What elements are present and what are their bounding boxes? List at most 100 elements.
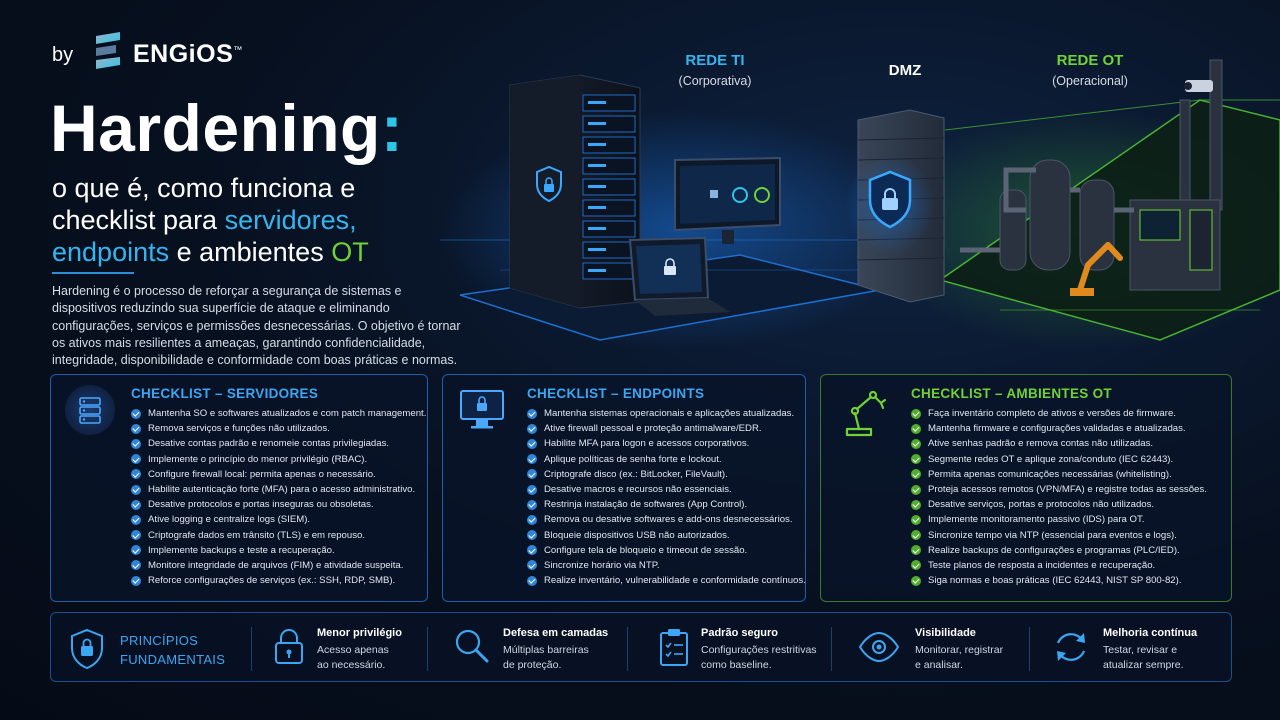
check-circle-icon (131, 514, 141, 525)
checklist-item: Teste planos de resposta a incidentes e … (911, 558, 1207, 573)
clipboard-icon (660, 629, 688, 666)
endpoints-checklist-card: CHECKLIST – ENDPOINTS Mantenha sistemas … (442, 374, 806, 602)
checklist-item: Desative macros e recursos não essenciai… (527, 482, 806, 497)
check-circle-icon (131, 575, 141, 586)
check-circle-icon (911, 575, 921, 586)
checklist-item: Restrinja instalação de softwares (App C… (527, 497, 806, 512)
check-circle-icon (911, 484, 921, 495)
checklist-item: Ative senhas padrão e remova contas não … (911, 436, 1207, 451)
check-circle-icon (527, 545, 537, 556)
check-circle-icon (911, 423, 921, 434)
checklist-item: Aplique políticas de senha forte e locko… (527, 452, 806, 467)
divider (427, 627, 428, 671)
checklist-item: Configure firewall local: permita apenas… (131, 467, 426, 482)
check-circle-icon (527, 438, 537, 449)
divider (1029, 627, 1030, 671)
checklist-item: Ative firewall pessoal e proteção antima… (527, 421, 806, 436)
check-circle-icon (527, 484, 537, 495)
check-circle-icon (131, 454, 141, 465)
checklist-item: Desative contas padrão e renomeie contas… (131, 436, 426, 451)
it-network-label: REDE TI (Corporativa) (678, 52, 752, 88)
checklist-item: Bloqueie dispositivos USB não autorizado… (527, 528, 806, 543)
monitor-lock-icon (455, 385, 509, 435)
check-circle-icon (527, 423, 537, 434)
check-circle-icon (911, 438, 921, 449)
checklist-item: Desative serviços, portas e protocolos n… (911, 497, 1207, 512)
checklist-item: Mantenha SO e softwares atualizados e co… (131, 406, 426, 421)
divider (831, 627, 832, 671)
check-circle-icon (527, 454, 537, 465)
intro-paragraph: Hardening é o processo de reforçar a seg… (52, 284, 461, 368)
ot-checklist-card: CHECKLIST – AMBIENTES OT Faça inventário… (820, 374, 1232, 602)
magnifier-icon (455, 629, 489, 663)
checklist-item: Habilite MFA para logon e acessos corpor… (527, 436, 806, 451)
ot-checklist-title: CHECKLIST – AMBIENTES OT (911, 386, 1112, 401)
title-divider (52, 272, 134, 274)
check-circle-icon (911, 469, 921, 480)
checklist-item: Mantenha sistemas operacionais e aplicaç… (527, 406, 806, 421)
brand-name: ENGiOS™ (133, 40, 243, 68)
servers-checklist-card: CHECKLIST – SERVIDORES Mantenha SO e sof… (50, 374, 428, 602)
checklist-item: Implemente monitoramento passivo (IDS) p… (911, 512, 1207, 527)
eye-icon (858, 631, 900, 663)
check-circle-icon (131, 408, 141, 419)
checklist-item: Permita apenas comunicações necessárias … (911, 467, 1207, 482)
checklist-item: Implemente backups e teste a recuperação… (131, 543, 426, 558)
checklist-item: Faça inventário completo de ativos e ver… (911, 406, 1207, 421)
checklist-item: Realize inventário, vulnerabilidade e co… (527, 573, 806, 588)
network-illustration (440, 59, 1280, 350)
check-circle-icon (527, 499, 537, 510)
refresh-icon (1056, 633, 1086, 661)
checklist-item: Remova serviços e funções não utilizados… (131, 421, 426, 436)
checklist-item: Siga normas e boas práticas (IEC 62443, … (911, 573, 1207, 588)
checklist-item: Proteja acessos remotos (VPN/MFA) e regi… (911, 482, 1207, 497)
ot-network-label: REDE OT (Operacional) (1052, 52, 1128, 88)
checklist-item: Remova ou desative softwares e add-ons d… (527, 512, 806, 527)
dmz-label: DMZ (888, 62, 922, 79)
checklist-item: Monitore integridade de arquivos (FIM) e… (131, 558, 426, 573)
page-title: Hardening: (50, 91, 404, 165)
check-circle-icon (131, 438, 141, 449)
divider (627, 627, 628, 671)
check-circle-icon (527, 469, 537, 480)
check-circle-icon (131, 530, 141, 541)
check-circle-icon (911, 499, 921, 510)
servers-checklist-title: CHECKLIST – SERVIDORES (131, 386, 319, 401)
checklist-item: Criptografe disco (ex.: BitLocker, FileV… (527, 467, 806, 482)
checklist-item: Configure tela de bloqueio e timeout de … (527, 543, 806, 558)
check-circle-icon (911, 560, 921, 571)
endpoints-checklist-list: Mantenha sistemas operacionais e aplicaç… (527, 406, 806, 588)
check-circle-icon (527, 560, 537, 571)
check-circle-icon (131, 499, 141, 510)
check-circle-icon (911, 545, 921, 556)
checklist-item: Segmente redes OT e aplique zona/conduto… (911, 452, 1207, 467)
checklist-item: Realize backups de configurações e progr… (911, 543, 1207, 558)
robot-arm-icon (837, 383, 891, 439)
check-circle-icon (131, 423, 141, 434)
check-circle-icon (527, 514, 537, 525)
check-circle-icon (911, 454, 921, 465)
lock-icon (275, 629, 303, 664)
ot-checklist-list: Faça inventário completo de ativos e ver… (911, 406, 1207, 588)
checklist-item: Habilite autenticação forte (MFA) para o… (131, 482, 426, 497)
checklist-item: Mantenha firmware e configurações valida… (911, 421, 1207, 436)
check-circle-icon (131, 469, 141, 480)
checklist-item: Reforce configurações de serviços (ex.: … (131, 573, 426, 588)
principles-bar: PRINCÍPIOS FUNDAMENTAIS Menor privilégio… (50, 612, 1232, 682)
checklist-item: Desative protocolos e portas inseguras o… (131, 497, 426, 512)
check-circle-icon (527, 530, 537, 541)
divider (251, 627, 252, 671)
check-circle-icon (131, 545, 141, 556)
checklist-item: Sincronize tempo via NTP (essencial para… (911, 528, 1207, 543)
check-circle-icon (527, 408, 537, 419)
server-icon (65, 385, 115, 435)
by-label: by (52, 44, 74, 66)
check-circle-icon (131, 484, 141, 495)
checklist-item: Sincronize horário via NTP. (527, 558, 806, 573)
page-subtitle: o que é, como funciona e checklist para … (52, 173, 369, 267)
